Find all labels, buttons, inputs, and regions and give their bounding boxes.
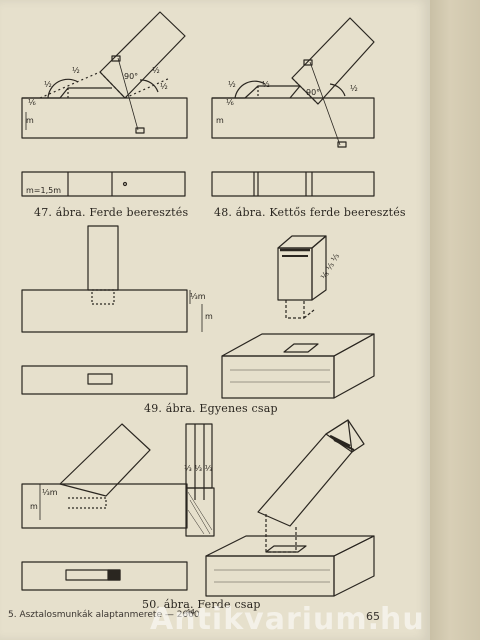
fig50-isometric: [205, 419, 375, 597]
fig49-side-view: [21, 225, 203, 333]
fig48-plan-view: [211, 171, 375, 197]
fig47-label-m: m: [26, 116, 34, 125]
fig49-isometric: [221, 235, 375, 399]
caption-fig48: 48. ábra. Kettős ferde beeresztés: [214, 206, 406, 219]
caption-fig49: 49. ábra. Egyenes csap: [144, 402, 278, 415]
fig48-side-view: [211, 17, 375, 148]
watermark: Antikvarium.hu: [150, 602, 425, 637]
fig47-label-half-3: ½: [152, 66, 160, 75]
fig48-label-half-2: ½: [262, 80, 270, 89]
fig47-label-half-4: ½: [160, 82, 168, 91]
fig49-label-third-m: ⅓m: [190, 292, 206, 301]
fig48-label-m: m: [216, 116, 224, 125]
fig50-label-m: m: [30, 502, 38, 511]
fig47-side-view: [21, 11, 188, 139]
fig49-label-m: m: [205, 312, 213, 321]
fig48-label-90: 90°: [306, 88, 321, 97]
fig48-label-half-3: ½: [350, 84, 358, 93]
fig50-end-view: [185, 423, 215, 537]
fig47-plan-view: [21, 171, 186, 197]
page-edge: [430, 0, 480, 640]
footer-left: 5. Asztalosmunkák alaptanmerete — 2660: [8, 610, 200, 620]
fig50-label-thirds: ⅓ ⅓ ⅓: [184, 464, 213, 473]
fig47-label-m15: m=1,5m: [26, 186, 62, 195]
page-number: 65: [366, 610, 380, 623]
fig48-label-sixth: ⅙: [226, 98, 234, 107]
fig50-plan-view: [21, 561, 188, 591]
caption-fig50: 50. ábra. Ferde csap: [142, 598, 261, 611]
fig48-label-half: ½: [228, 80, 236, 89]
fig47-label-90: 90°: [124, 72, 139, 81]
fig47-label-half: ½: [44, 80, 52, 89]
fig50-side-view: [21, 423, 188, 529]
fig50-label-third-m: ⅓m: [42, 488, 58, 497]
fig47-label-sixth: ⅙: [28, 98, 36, 107]
footer-mid: 44: [186, 608, 195, 616]
fig49-plan-view: [21, 365, 188, 395]
book-page: [0, 0, 430, 640]
caption-fig47: 47. ábra. Ferde beeresztés: [34, 206, 189, 219]
fig47-label-half-2: ½: [72, 66, 80, 75]
